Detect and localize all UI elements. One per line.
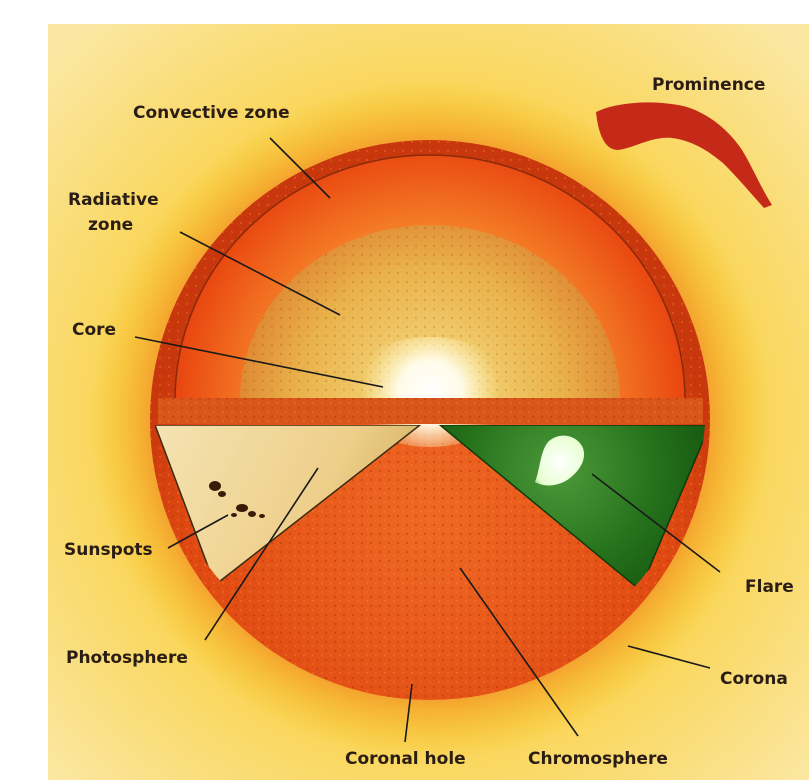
leader-sunspots <box>167 514 229 549</box>
label-sunspots: Sunspots <box>64 540 153 560</box>
leader-coronal-hole <box>404 683 413 743</box>
leader-corona <box>627 645 711 669</box>
photosphere-wedge <box>155 425 423 587</box>
leader-chromosphere <box>459 567 579 737</box>
flare-wedge <box>437 425 705 592</box>
leader-core <box>134 336 384 388</box>
prominence-shape <box>596 102 772 208</box>
radiative-zone-texture <box>240 225 620 400</box>
label-radiative-zone-line2: zone <box>88 215 133 235</box>
cut-band-texture <box>158 398 703 424</box>
label-flare: Flare <box>745 577 794 597</box>
label-prominence: Prominence <box>652 75 765 95</box>
label-convective-zone: Convective zone <box>133 103 290 123</box>
label-radiative-zone-line1: Radiative <box>68 190 159 210</box>
leader-photosphere <box>204 467 319 641</box>
leader-convective-zone <box>269 137 331 199</box>
label-coronal-hole: Coronal hole <box>345 749 466 769</box>
label-photosphere: Photosphere <box>66 648 188 668</box>
label-core: Core <box>72 320 116 340</box>
leader-radiative-zone <box>179 231 341 316</box>
leader-flare <box>591 473 721 573</box>
sunspots <box>209 481 265 518</box>
flare-shape <box>535 435 585 486</box>
label-corona: Corona <box>720 669 788 689</box>
label-chromosphere: Chromosphere <box>528 749 668 769</box>
leader-lines <box>134 137 721 743</box>
